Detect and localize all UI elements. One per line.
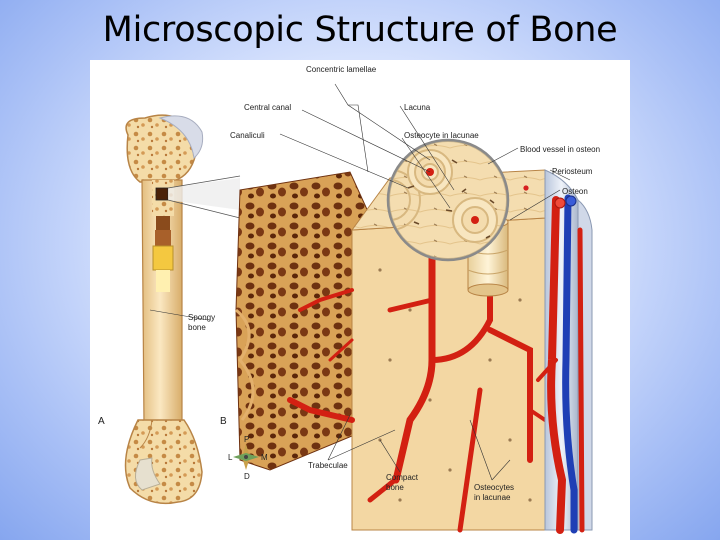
compass-m: M [261, 453, 268, 462]
long-bone-illustration [126, 115, 241, 503]
label-spongy-bone-1: Spongy [188, 313, 215, 322]
panel-b-letter: B [220, 416, 227, 427]
label-blood-vessel-in-osteon: Blood vessel in osteon [520, 145, 600, 154]
label-lacuna: Lacuna [404, 103, 431, 112]
label-central-canal: Central canal [244, 103, 291, 112]
label-trabeculae: Trabeculae [308, 461, 348, 470]
label-compact-bone-2: bone [386, 483, 404, 492]
bone-diagram-svg: A B [90, 60, 630, 540]
label-spongy-bone-2: bone [188, 323, 206, 332]
label-osteocytes-1: Osteocytes [474, 483, 514, 492]
bone-diagram-figure: A B [90, 60, 630, 540]
label-concentric-lamellae: Concentric lamellae [306, 65, 377, 74]
label-osteocytes-2: in lacunae [474, 493, 511, 502]
compass-p: P [244, 435, 249, 444]
label-compact-bone-1: Compact [386, 473, 419, 482]
compass-d: D [244, 472, 250, 481]
compass-l: L [228, 453, 233, 462]
slide-title: Microscopic Structure of Bone [0, 10, 720, 50]
label-osteocyte-in-lacunae: Osteocyte in lacunae [404, 131, 479, 140]
panel-a-letter: A [98, 416, 105, 427]
label-periosteum: Periosteum [552, 167, 593, 176]
label-canaliculi: Canaliculi [230, 131, 265, 140]
label-osteon: Osteon [562, 187, 588, 196]
